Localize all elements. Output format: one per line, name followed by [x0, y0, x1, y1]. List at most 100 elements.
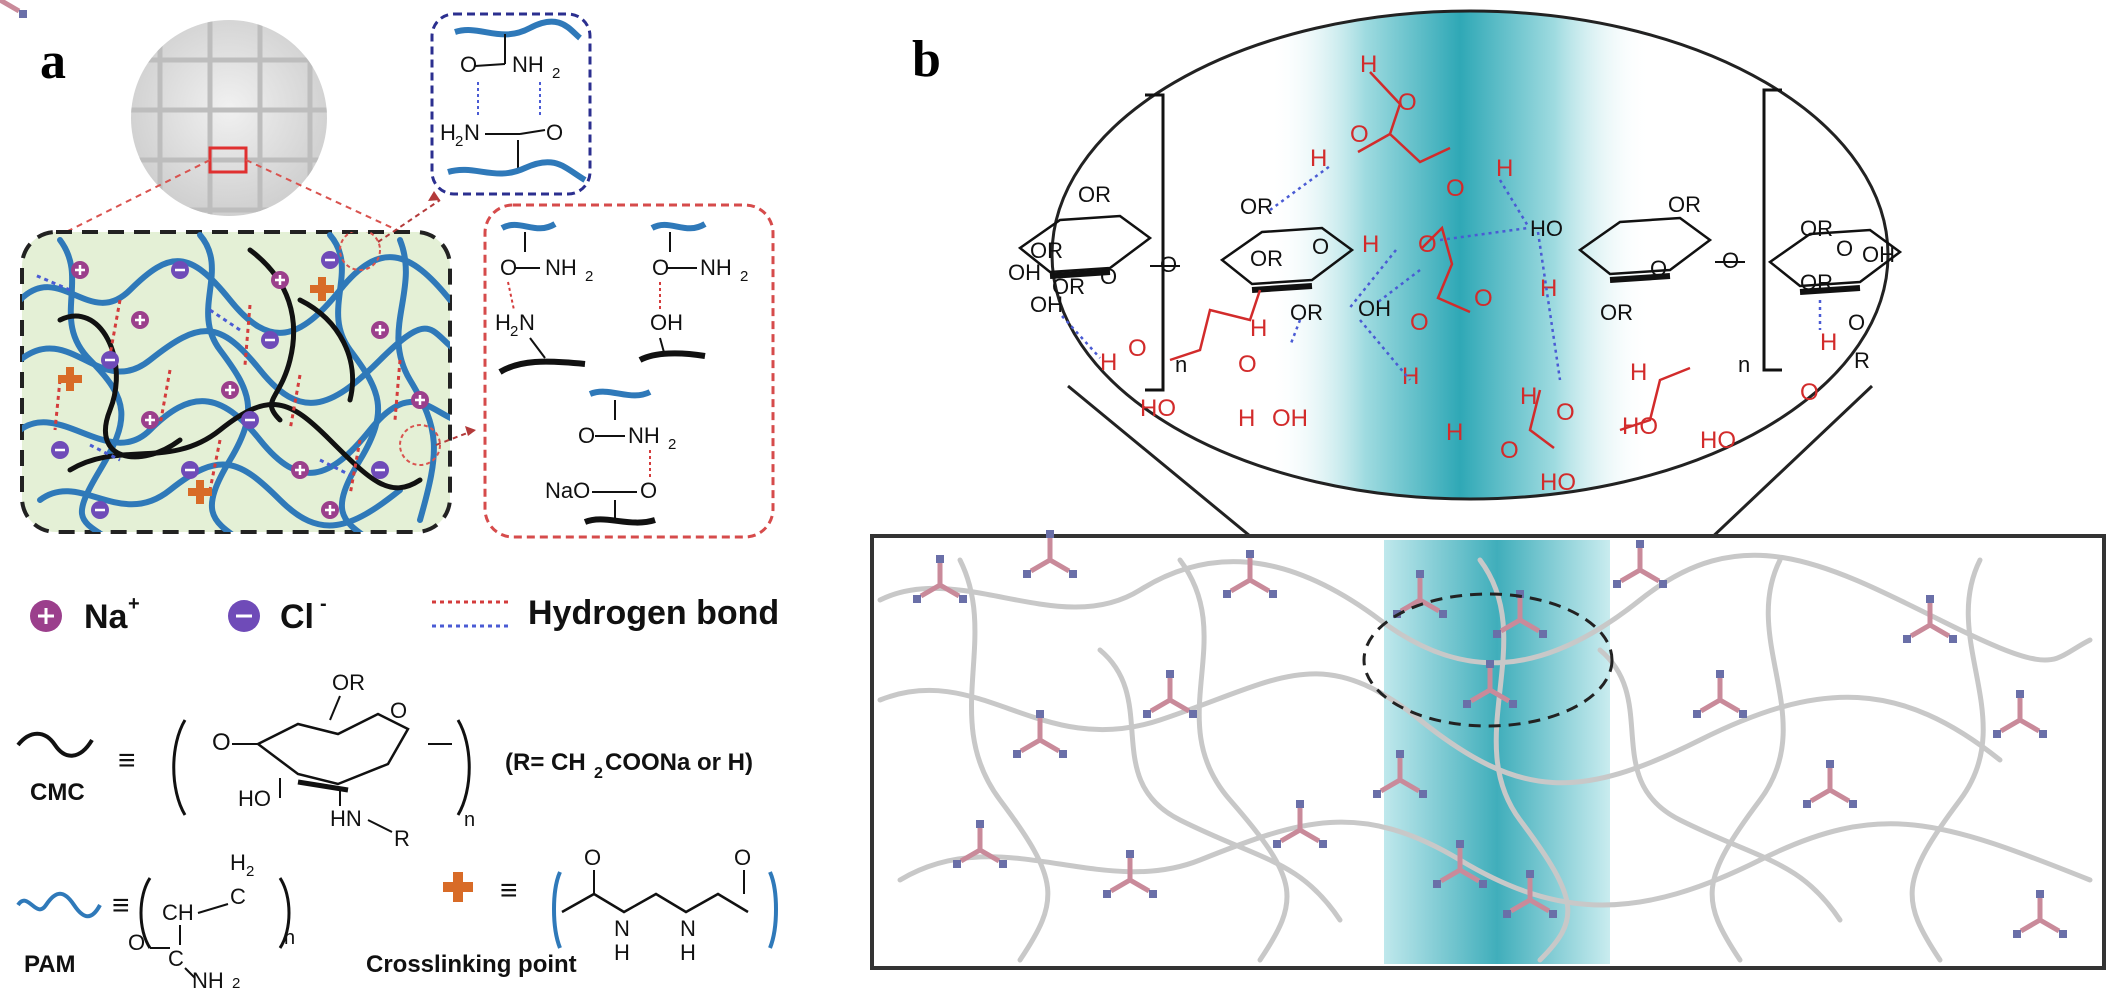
atom-label: OR [1600, 300, 1633, 325]
atom-label: OH [1358, 296, 1391, 321]
crosslinker-node [0, 0, 27, 18]
atom-label: 2 [510, 323, 518, 340]
atom-label: H [1360, 51, 1377, 78]
na-ion-icon [71, 261, 429, 519]
cmc-chain-icon [16, 731, 94, 758]
atom-label: H [1402, 363, 1419, 390]
atom-label: H [680, 940, 696, 965]
atom-label: OH [650, 310, 683, 335]
atom-label: N [519, 310, 535, 335]
atom-label: O [734, 845, 751, 870]
atom-label: H [1820, 329, 1837, 356]
atom-label: OR [1052, 274, 1085, 299]
na-ion-icon [30, 600, 62, 632]
atom-label: O [1848, 310, 1865, 335]
atom-label: HN [330, 806, 362, 831]
atom-label: O [640, 478, 657, 503]
atom-label: O [1446, 175, 1465, 202]
atom-label: HO [238, 786, 271, 811]
microscope-photo [131, 20, 327, 216]
atom-label: n [464, 809, 475, 831]
atom-label: R [394, 826, 410, 851]
atom-label: HO [1140, 395, 1176, 422]
equiv-symbol: ≡ [112, 889, 130, 922]
atom-label: 2 [246, 863, 254, 880]
atom-label: HO [1530, 216, 1563, 241]
panel-a-label: a [40, 33, 66, 90]
atom-label: 2 [552, 65, 560, 82]
atom-label: 2 [455, 133, 463, 150]
atom-label: OR [1800, 216, 1833, 241]
na-legend-label: Na [84, 598, 129, 636]
atom-label: N [680, 916, 696, 941]
atom-label: NH [512, 52, 544, 77]
atom-label: H [230, 850, 246, 875]
atom-label: O [584, 845, 601, 870]
atom-label: O [1350, 121, 1369, 148]
cmc-r-note-sub: 2 [594, 765, 603, 782]
legend: Na + Cl - Hydrogen bond [30, 593, 779, 636]
hbond-legend-label: Hydrogen bond [528, 594, 779, 632]
atom-label: O [390, 698, 407, 723]
atom-label: R [1854, 348, 1870, 373]
atom-label: OH [1030, 292, 1063, 317]
atom-label: O [1800, 379, 1819, 406]
cl-ion-icon [51, 251, 389, 519]
atom-label: O [1556, 399, 1575, 426]
atom-label: O [652, 255, 669, 280]
atom-label: OR [332, 670, 365, 695]
atom-label: NH [192, 968, 224, 991]
atom-label: O [1238, 351, 1257, 378]
atom-label: O [1474, 285, 1493, 312]
atom-label: O [546, 120, 563, 145]
atom-label: H [440, 120, 456, 145]
atom-label: O [1418, 231, 1437, 258]
amide-amide-box: O NH 2 H 2 N O [430, 12, 592, 196]
atom-label: 2 [585, 268, 593, 285]
atom-label: O [128, 930, 145, 955]
atom-label: H [614, 940, 630, 965]
equiv-symbol: ≡ [500, 874, 518, 907]
molecular-zoom-ellipse: n n OR OR OR O OH OH O OR O OR OR OH OR … [1008, 9, 1903, 501]
atom-label: 2 [668, 436, 676, 453]
atom-label: O [1722, 248, 1739, 273]
atom-label: H [1238, 405, 1255, 432]
atom-label: O [1500, 437, 1519, 464]
atom-label: OR [1800, 270, 1833, 295]
atom-label: H [1100, 349, 1117, 376]
atom-label: H [1496, 155, 1513, 182]
atom-label: O [500, 255, 517, 280]
atom-label: H [1540, 275, 1557, 302]
atom-label: OR [1250, 246, 1283, 271]
crosslink-definition: ≡ O O N H N H Crosslinking point [366, 845, 778, 978]
svg-text:C: C [168, 946, 184, 971]
atom-label: n [1738, 352, 1750, 377]
atom-label: O [1128, 335, 1147, 362]
equiv-symbol: ≡ [118, 744, 136, 777]
atom-label: OR [1078, 182, 1111, 207]
atom-label: CH [162, 900, 194, 925]
atom-label: OR [1668, 192, 1701, 217]
atom-label: O [1160, 252, 1177, 277]
atom-label: n [284, 927, 295, 949]
cl-legend-label: Cl [280, 598, 314, 636]
atom-label: O [1836, 236, 1853, 261]
atom-label: NH [545, 255, 577, 280]
cmc-definition: CMC ≡ O OR O HO HN R n (R= CH 2 COONa or… [16, 670, 753, 851]
atom-label: O [1312, 234, 1329, 259]
atom-label: H [1446, 419, 1463, 446]
cl-legend-sup: - [320, 593, 327, 615]
atom-label: H [1630, 359, 1647, 386]
detail-arrows [377, 199, 476, 446]
atom-label: O [212, 729, 231, 756]
hydrogel-network [20, 230, 452, 534]
network-panel [0, 0, 2106, 970]
crosslink-cross-icon [443, 872, 473, 902]
na-legend-sup: + [128, 593, 140, 615]
pam-chain-icon [16, 891, 102, 919]
cmc-r-note-end: COONa or H) [605, 749, 753, 776]
pam-label: PAM [24, 951, 76, 978]
atom-label: OR [1240, 194, 1273, 219]
